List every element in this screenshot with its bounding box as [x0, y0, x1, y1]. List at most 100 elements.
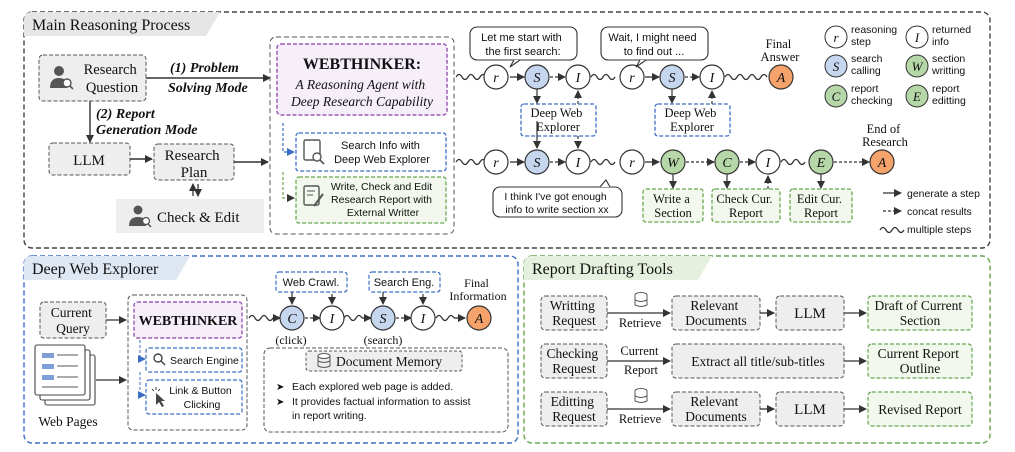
- svg-text:A Reasoning Agent with Dee: A Reasoning Agent with Deep Research Cap…: [290, 77, 433, 109]
- search-engine-label: Search Engine: [170, 355, 239, 367]
- bubble-find-out: [600, 26, 709, 61]
- user-edit-icon: [129, 205, 152, 228]
- llm-label: LLM: [73, 153, 105, 169]
- current-query-line1: Current: [51, 305, 92, 320]
- row3-llm-label: LLM: [794, 402, 826, 418]
- svg-text:r: r: [833, 30, 839, 45]
- mode1-line2: Solving Mode: [168, 81, 248, 96]
- svg-text:Relevant Documents: Relevant Documents: [685, 298, 747, 328]
- row2-node-w: W: [660, 149, 686, 175]
- click-label: (click): [275, 333, 306, 347]
- row1-llm-label: LLM: [794, 306, 826, 322]
- bullet1-text: Each explored web page is added.: [292, 381, 453, 393]
- search-label: (search): [364, 333, 403, 347]
- svg-text:Current Report: Current Report: [620, 344, 661, 377]
- svg-text:r: r: [629, 71, 635, 86]
- row1-node-r2: r: [619, 64, 645, 90]
- research-question-line1: Research: [84, 62, 138, 78]
- document-memory-header: [305, 350, 463, 372]
- explorer-node-answer: A: [466, 305, 492, 331]
- svg-text:E: E: [816, 156, 826, 171]
- retrieve-db-icon-1: [634, 292, 648, 307]
- write-section-line1: Write a: [653, 192, 690, 206]
- document-memory-label: Document Memory: [336, 354, 442, 369]
- svg-text:S: S: [534, 71, 541, 86]
- user-search-icon: [50, 66, 74, 90]
- svg-text:r: r: [493, 71, 499, 86]
- explorer-wave-end: [435, 314, 455, 322]
- svg-text:Search Info with Deep Web: Search Info with Deep Web Explorer: [334, 140, 430, 166]
- editing-request-box: [540, 391, 608, 427]
- bubble2-line1: Wait, I might need: [608, 32, 696, 44]
- edit-report-line1: Edit Cur.: [797, 192, 842, 206]
- svg-text:W: W: [912, 59, 924, 74]
- link-click-line2: Clicking: [184, 399, 221, 411]
- svg-text:Research Plan: Research Plan: [165, 148, 224, 181]
- doc-search-icon: [303, 139, 325, 165]
- explorer-panel-title: Deep Web Explorer: [32, 261, 159, 278]
- svg-text:I: I: [575, 156, 582, 171]
- svg-text:End of Research: End of Research: [862, 122, 909, 149]
- cursor-click-icon: [151, 387, 165, 407]
- final-information-line1: Final: [464, 276, 489, 290]
- dwe-box-1: [520, 103, 597, 137]
- main-panel-tab: [24, 12, 220, 36]
- row2-action-line1: Current: [620, 344, 659, 358]
- row3-retrieve-label: Retrieve: [619, 412, 662, 426]
- svg-text:Final Information: Final Information: [449, 276, 506, 303]
- row2-node-i1: I: [565, 149, 591, 175]
- svg-text:Deep Web Explorer: Deep Web Explorer: [531, 106, 586, 134]
- svg-text:C: C: [722, 156, 732, 171]
- row2-node-e: E: [808, 149, 834, 175]
- svg-text:I: I: [575, 71, 582, 86]
- drafting-panel-title: Report Drafting Tools: [532, 261, 673, 278]
- row1-node-s2: S: [659, 64, 685, 90]
- svg-text:Let me start with the firs: Let me start with the first search:: [481, 32, 565, 58]
- row1-node-i1: I: [565, 64, 591, 90]
- webthinker-subtitle-line1: A Reasoning Agent with: [295, 77, 426, 92]
- bubble1-line2: the first search:: [485, 46, 560, 58]
- svg-text:Draft of Current Section: Draft of Current Section: [874, 298, 965, 328]
- row2-node-r2: r: [619, 149, 645, 175]
- svg-text:r: r: [629, 156, 635, 171]
- tool2-line2: Research Report with: [331, 194, 432, 206]
- web-pages-label: Web Pages: [38, 414, 97, 429]
- explorer-node-c: C: [279, 305, 305, 331]
- tool-search-box: [295, 132, 447, 172]
- row2-node-s1: S: [524, 149, 550, 175]
- svg-text:Wait, I might need to find: Wait, I might need to find out ...: [608, 32, 699, 58]
- main-panel-title: Main Reasoning Process: [32, 17, 190, 34]
- research-plan-line1: Research: [165, 148, 220, 164]
- dwe2-line1: Deep Web: [665, 106, 717, 120]
- svg-text:S: S: [669, 71, 676, 86]
- dwe1-line2: Explorer: [536, 120, 581, 134]
- row3-output-box: [867, 391, 973, 427]
- svg-text:I: I: [709, 71, 716, 86]
- svg-text:Editting Request: Editting Request: [551, 394, 598, 424]
- row1-docs-line2: Documents: [685, 313, 747, 328]
- editing-request-line2: Request: [552, 409, 596, 424]
- tool1-connector: [282, 123, 295, 156]
- edit-report-box: [789, 188, 853, 223]
- check-report-line1: Check Cur.: [716, 192, 772, 206]
- search-icon: [153, 353, 166, 366]
- svg-text:Research Question: Research Question: [84, 62, 141, 96]
- row1-output-line2: Section: [900, 313, 941, 328]
- svg-text:Current Query: Current Query: [51, 305, 96, 336]
- svg-text:Write a Section: Write a Section: [653, 192, 693, 220]
- end-research-line2: Research: [862, 135, 909, 149]
- svg-text:A: A: [877, 156, 887, 171]
- check-report-box: [711, 188, 781, 223]
- svg-text:I: I: [420, 312, 427, 327]
- dwe-box-2: [654, 103, 731, 137]
- bubble3-line2: info to write section xx: [505, 204, 609, 216]
- explorer-webthinker-box: [133, 301, 243, 339]
